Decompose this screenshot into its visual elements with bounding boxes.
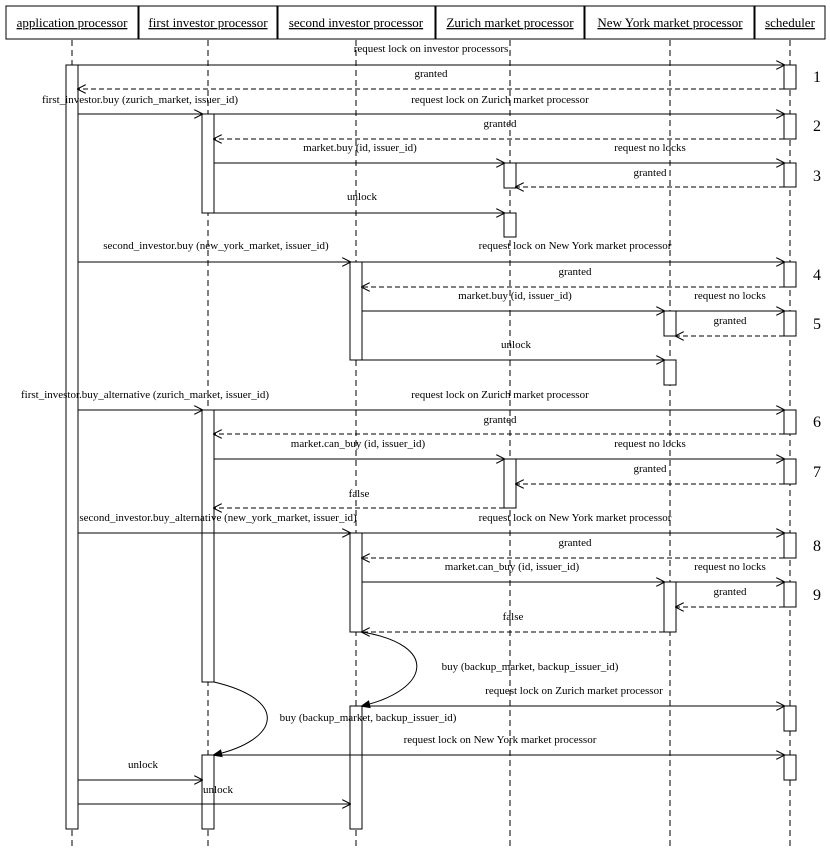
step-number-4: 4 <box>813 267 821 284</box>
participant-box-zurich-market <box>435 5 585 40</box>
activation-scheduler-6 <box>783 409 797 435</box>
activation-first-investor-1 <box>201 113 215 214</box>
message-label-m13: market.buy (id, issuer_id) <box>458 290 572 302</box>
step-number-3: 3 <box>813 168 821 185</box>
activation-scheduler-9 <box>783 581 797 608</box>
message-label-m6: market.buy (id, issuer_id) <box>303 142 417 154</box>
message-label-m16: unlock <box>501 339 531 351</box>
message-label-m32: request lock on Zurich market processor <box>485 685 663 697</box>
message-label-m17: first_investor.buy_alternative (zurich_m… <box>21 389 269 401</box>
activation-scheduler-2 <box>783 113 797 140</box>
participant-label-scheduler: scheduler <box>765 15 815 30</box>
participant-label-first-investor: first investor processor <box>148 15 268 30</box>
step-numbers: 1 2 3 4 5 6 7 8 9 <box>813 69 821 604</box>
message-label-m31: buy (backup_market, backup_issuer_id) <box>442 661 619 673</box>
activation-first-investor-2 <box>201 409 215 683</box>
step-number-6: 6 <box>813 414 821 431</box>
message-label-m33: buy (backup_market, backup_issuer_id) <box>280 712 457 724</box>
activation-new-york-2 <box>663 359 677 386</box>
message-label-m3: first_investor.buy (zurich_market, issue… <box>42 94 238 106</box>
message-label-m4: request lock on Zurich market processor <box>411 94 589 106</box>
message-label-m11: request lock on New York market processo… <box>479 240 672 252</box>
message-label-m15: granted <box>714 315 747 327</box>
activation-scheduler-5 <box>783 310 797 337</box>
activation-scheduler-7 <box>783 458 797 485</box>
activation-first-investor-3 <box>201 754 215 830</box>
step-number-2: 2 <box>813 118 821 135</box>
activation-second-investor-3 <box>349 705 363 830</box>
activation-new-york-3 <box>663 581 677 633</box>
participant-headers: application processor first investor pro… <box>5 5 826 40</box>
message-label-m35: unlock <box>128 759 158 771</box>
message-label-m8: granted <box>634 167 667 179</box>
message-label-m36: unlock <box>203 784 233 796</box>
step-number-8: 8 <box>813 538 821 555</box>
message-label-m30: false <box>503 611 524 623</box>
activation-scheduler-3 <box>783 162 797 188</box>
activation-zurich-3 <box>503 458 517 509</box>
message-label-m20: market.can_buy (id, issuer_id) <box>291 438 426 450</box>
activation-app <box>65 64 79 830</box>
participant-box-scheduler <box>754 5 826 40</box>
activation-scheduler-11 <box>783 754 797 781</box>
step-number-1: 1 <box>813 69 821 86</box>
message-label-m2: granted <box>415 68 448 80</box>
message-label-m25: request lock on New York market processo… <box>479 512 672 524</box>
message-label-m7: request no locks <box>614 142 685 154</box>
message-label-m12: granted <box>559 266 592 278</box>
message-label-m23: false <box>349 488 370 500</box>
message-label-m27: market.can_buy (id, issuer_id) <box>445 561 580 573</box>
participant-box-app <box>5 5 139 40</box>
participant-label-second-investor: second investor processor <box>289 15 424 30</box>
activation-second-investor-1 <box>349 261 363 361</box>
activation-scheduler-10 <box>783 705 797 732</box>
message-label-m10: second_investor.buy (new_york_market, is… <box>103 240 329 252</box>
message-label-m18: request lock on Zurich market processor <box>411 389 589 401</box>
activation-scheduler-8 <box>783 532 797 559</box>
activation-scheduler-1 <box>783 64 797 90</box>
message-label-m1: request lock on investor processors <box>354 43 509 55</box>
activation-scheduler-4 <box>783 261 797 288</box>
participant-label-app: application processor <box>17 15 128 30</box>
activation-new-york-1 <box>663 310 677 337</box>
message-label-m14: request no locks <box>694 290 765 302</box>
message-label-m19: granted <box>484 414 517 426</box>
participant-label-new-york-market: New York market processor <box>597 15 743 30</box>
activation-bars <box>65 64 797 830</box>
step-number-5: 5 <box>813 316 821 333</box>
message-label-m24: second_investor.buy_alternative (new_yor… <box>79 512 357 524</box>
participant-box-second-investor <box>277 5 436 40</box>
message-m31-curve <box>362 631 418 706</box>
participant-box-first-investor <box>138 5 278 40</box>
message-label-m9: unlock <box>347 191 377 203</box>
message-labels: request lock on investor processors gran… <box>21 43 766 796</box>
message-m33-curve <box>214 681 268 755</box>
step-number-9: 9 <box>813 587 821 604</box>
participant-label-zurich-market: Zurich market processor <box>446 15 574 30</box>
message-label-m28: request no locks <box>694 561 765 573</box>
activation-second-investor-2 <box>349 532 363 633</box>
message-label-m34: request lock on New York market processo… <box>404 734 597 746</box>
message-label-m29: granted <box>714 586 747 598</box>
activation-zurich-2 <box>503 212 517 238</box>
message-label-m5: granted <box>484 118 517 130</box>
message-label-m22: granted <box>634 463 667 475</box>
step-number-7: 7 <box>813 464 821 481</box>
message-label-m21: request no locks <box>614 438 685 450</box>
participant-box-new-york-market <box>584 5 755 40</box>
message-label-m26: granted <box>559 537 592 549</box>
messages <box>78 65 784 804</box>
activation-zurich-1 <box>503 162 517 189</box>
